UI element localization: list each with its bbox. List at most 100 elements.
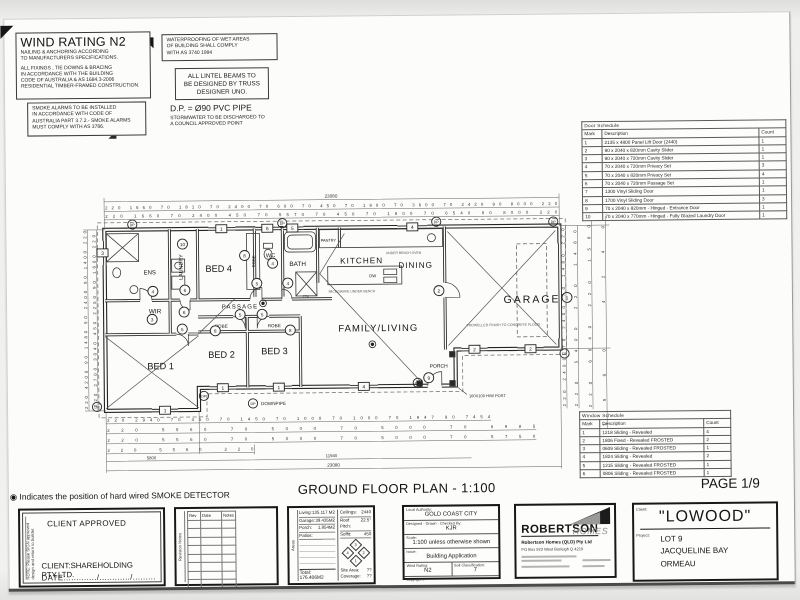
authority-rows: Local Authority: GOLD COAST CITY Designe… [403,506,499,563]
authority-row: Scale: 1:100 unless otherwise shown [404,533,499,549]
areas-vertical-label: Areas [290,509,299,582]
dp-mark: DP [130,223,136,227]
downpipe-marks: DP DP DP DP DP DP DP DP [91,216,570,412]
door-arcs [139,282,461,386]
room-label-wc: WC [266,253,275,259]
site-row: Coverage:?? [340,573,372,579]
room-label-wir: WIR [149,308,162,315]
fixtures [105,228,456,387]
dp-mark: DP [201,394,207,398]
spec-row: Roof Pitch:22.5° [339,516,372,532]
areas-empty-lines [299,540,336,569]
door-mark: 6 [183,310,186,315]
dp-mark: DP [415,381,421,385]
window-mark: 1 [220,227,223,233]
post-leader [457,387,468,395]
sign-note-vertical: NOTE: Please SIGN approved design and re… [25,516,40,580]
room-label-porch: PORCH [430,364,449,370]
dim-right-col2: 220 5400 220 1480 [572,230,579,407]
room-label-bed3: BED 3 [261,346,288,356]
lintel-text: ALL LINTEL BEAMS TO BE DESIGNED BY TRUSS… [183,72,260,97]
smoke-detector-legend-text: Indicates the position of hard wired SMO… [19,489,230,502]
room-label-pantry: PANTRY [321,238,337,243]
client-name: "LOWOOD" [640,507,771,530]
dw-label: DW [369,273,376,278]
smoke-alarm-note: SMOKE ALARMS TO BE INSTALLED IN ACCORDAN… [27,101,147,137]
client-label: Client: [635,506,648,512]
post-note: 100X100 H/W POST [469,393,507,398]
door-mark: 2 [438,289,441,294]
builder-box: ROBERTSON HOMES Robertson Homes (QLD) Pt… [513,502,617,579]
revision-notes-box: Revision Notes Rev Date Notes [173,506,279,589]
project-line: ORMEAU [660,558,696,569]
dim-bot-overall: 23080 [327,463,340,468]
window-mark: 1 [221,386,224,392]
smoke-detector-symbol [259,299,377,349]
dp-mark: DP [562,352,568,356]
authority-box: Local Authority: GOLD COAST CITY Designe… [401,504,501,582]
room-label-bed1: BED 1 [147,361,174,371]
project-line: JACQUELINE BAY [660,546,729,556]
door-mark: 9 [427,376,430,381]
window-mark: 6 [266,226,269,232]
dp-mark: DP [434,220,440,224]
window-mark: 4 [411,225,414,231]
door-mark: 1 [566,295,569,300]
door-mark: 4 [287,281,290,286]
door-mark: 4 [152,289,155,294]
door-marks: 10 8 4 5 4 6 4 6 3 5 5 8 8 5 2 9 1 [146,238,573,384]
dp-mark: DP [551,220,557,224]
door-mark: 10 [180,242,186,247]
window-marks: 1 6 5 4 2 2 1 1 4 1 3 [96,222,537,415]
client-approved-label: CLIENT APPROVED [47,518,127,529]
wind-rating-body2: ALL FIXINGS , TIE DOWNS & BRACING IN ACC… [20,64,140,90]
window-mark: 1 [277,385,280,391]
dp-mark: DP [94,405,100,409]
plan-title: GROUND FLOOR PLAN - 1:100 [297,480,496,497]
waterproofing-text: WATERPROOFING OF WET AREAS OF BUILDING S… [166,36,250,56]
fold-mark-icon [0,25,14,39]
dp-legend-note: D.P. = Ø90 PVC PIPE [170,102,252,114]
authority-row: Local Authority: GOLD COAST CITY [403,506,499,521]
window-mark: 2 [529,347,532,353]
smoke-alarm-text: SMOKE ALARMS TO BE INSTALLED IN ACCORDAN… [32,104,131,131]
floor-plan: ENS LAUNDRY BED 4 WC BATH PANTRY KITCHEN… [82,193,611,473]
dim-11940: 11940 [326,453,338,458]
project-line: LOT 9 [660,534,683,544]
window-mark: 4 [362,384,365,390]
smoke-detector-icon: ◉ [9,491,18,502]
garage-door-track [516,243,548,338]
window-mark: 2 [473,347,476,353]
authority-row: Designed - Drawn - Checked By: KJR [404,520,499,535]
window-mark: 3 [101,251,104,257]
roof-lines [105,230,557,410]
room-label-garage: GARAGE [503,293,560,306]
room-label-passage: PASSAGE [222,304,259,310]
north-point: 3 2 1 4 [341,539,371,568]
room-label-dining: DINING [398,261,433,270]
areas-total: Total: 176.406M2 [299,568,336,581]
revision-notes-vertical-label: Revision Notes [177,511,186,583]
builder-address: PO Box 923 West Burleigh Q 4219 [521,546,584,552]
door-mark: 8 [289,328,292,333]
room-label-bed4: BED 4 [205,264,232,274]
builder-fine-print [582,565,605,567]
dimension-lines [83,193,611,473]
window-mark: 1 [164,408,167,414]
door-mark: 3 [151,317,154,322]
copyright-line: Copyright © [406,577,425,582]
room-label-bed2: BED 2 [208,350,235,360]
dp-mark: DP [280,222,286,226]
smoke-detector-legend: ◉ Indicates the position of hard wired S… [10,490,230,502]
soil-class-cell: Soil Classification: 7 [454,563,485,574]
builder-name-homes: HOMES [572,526,609,537]
dim-770: 770 [303,295,309,299]
authority-row: Issue: Building Application [404,547,499,563]
door-mark: 5 [239,313,242,318]
lintel-note: ALL LINTEL BEAMS TO BE DESIGNED BY TRUSS… [174,67,270,101]
dim-bot-row1: 220 2940 70 450 70 1450 70 1000 70 1000 … [107,414,491,423]
builder-fine-print [521,559,562,562]
